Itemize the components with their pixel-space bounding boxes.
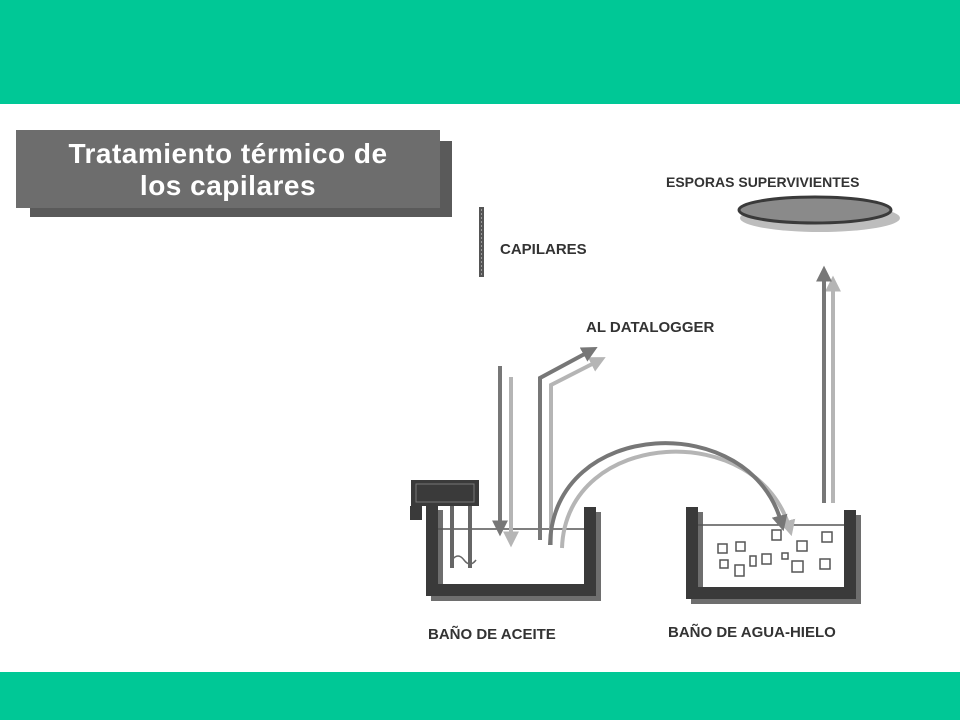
ice-cubes [717,529,833,577]
capillary-tube [479,207,484,277]
bottom-banner [0,672,960,720]
datalogger-arrows [538,346,606,545]
oil-bath-container [426,505,601,601]
slide-title: Tratamiento térmico de los capilares [16,130,440,208]
transfer-arrows [548,441,796,549]
insertion-arrows [492,366,519,548]
petri-dish [737,195,900,232]
surviving-spores-label: ESPORAS SUPERVIVIENTES [666,174,859,190]
oil-bath-label: BAÑO DE ACEITE [428,625,556,643]
slide-title-line-2: los capilares [139,170,317,201]
top-banner [0,0,960,104]
stirrer-motor [410,480,479,568]
ice-water-bath-container [686,507,861,604]
slide-title-line-1: Tratamiento térmico de [68,138,388,169]
recovery-arrows [816,265,841,503]
datalogger-label: AL DATALOGGER [586,319,714,336]
ice-water-bath-label: BAÑO DE AGUA-HIELO [668,623,836,641]
capillaries-label: CAPILARES [500,241,587,258]
